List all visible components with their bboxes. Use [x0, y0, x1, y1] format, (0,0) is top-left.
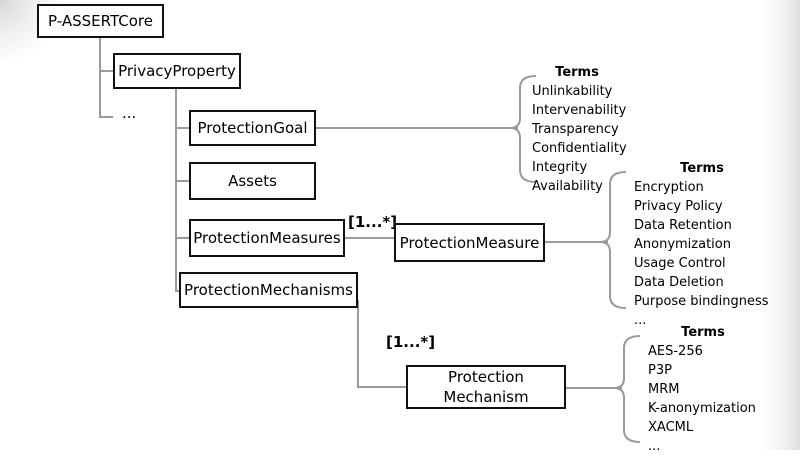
- term-item: Integrity: [532, 160, 588, 175]
- connector-mechanisms-mechanism: [357, 300, 406, 388]
- connector-privacy-property: [175, 89, 189, 292]
- node-label: ProtectionMeasures: [193, 229, 341, 247]
- terms-header: Terms: [680, 161, 724, 176]
- terms-header: Terms: [555, 65, 599, 80]
- term-item: AES-256: [648, 344, 703, 359]
- term-item: K-anonymization: [648, 401, 756, 416]
- node-label: ProtectionMeasure: [399, 233, 540, 252]
- terms-measure: Terms Encryption Privacy Policy Data Ret…: [634, 159, 770, 330]
- term-item: Anonymization: [634, 237, 731, 252]
- brace-mechanism-terms: [613, 335, 641, 443]
- term-item: Confidentiality: [532, 141, 627, 156]
- term-item: Data Deletion: [634, 275, 724, 290]
- term-item: Intervenability: [532, 103, 627, 118]
- term-item: Availability: [532, 179, 603, 194]
- node-protection-measure: ProtectionMeasure: [394, 223, 545, 262]
- term-item: ...: [648, 439, 661, 454]
- term-item: MRM: [648, 382, 680, 397]
- node-protection-measures: ProtectionMeasures: [189, 219, 345, 257]
- term-item: P3P: [648, 363, 672, 378]
- node-protection-mechanism: Protection Mechanism: [406, 365, 566, 409]
- node-label: P-ASSERTCore: [48, 12, 153, 30]
- terms-mechanism: Terms AES-256 P3P MRM K-anonymization XA…: [648, 323, 758, 456]
- node-label: PrivacyProperty: [118, 62, 236, 80]
- brace-measure-terms: [599, 171, 627, 309]
- node-protection-mechanisms: ProtectionMechanisms: [179, 272, 358, 308]
- term-item: Privacy Policy: [634, 199, 723, 214]
- node-assets: Assets: [189, 162, 316, 200]
- ellipsis-more-properties: ...: [122, 104, 137, 122]
- node-label-line1: Protection: [448, 368, 524, 386]
- terms-header: Terms: [681, 325, 725, 340]
- term-item: ...: [634, 313, 647, 328]
- node-label: ProtectionGoal: [197, 119, 308, 137]
- multiplicity-measures: [1...*]: [348, 213, 398, 231]
- term-item: Usage Control: [634, 256, 726, 271]
- node-privacy-property: PrivacyProperty: [113, 53, 241, 89]
- brace-goal-terms: [509, 75, 537, 183]
- term-item: Unlinkability: [532, 84, 613, 99]
- term-item: Transparency: [532, 122, 619, 137]
- node-label: ProtectionMechanisms: [184, 281, 353, 299]
- node-label: Assets: [228, 172, 277, 190]
- node-label-line2: Mechanism: [443, 388, 529, 406]
- term-item: Purpose bindingness: [634, 294, 769, 309]
- connector-root: [99, 38, 113, 118]
- term-item: Data Retention: [634, 218, 732, 233]
- terms-goal: Terms Unlinkability Intervenability Tran…: [532, 63, 627, 196]
- node-p-assert-core: P-ASSERTCore: [37, 4, 164, 38]
- term-item: XACML: [648, 420, 694, 435]
- node-protection-goal: ProtectionGoal: [189, 110, 316, 146]
- multiplicity-mechanisms: [1...*]: [386, 333, 436, 351]
- term-item: Encryption: [634, 180, 704, 195]
